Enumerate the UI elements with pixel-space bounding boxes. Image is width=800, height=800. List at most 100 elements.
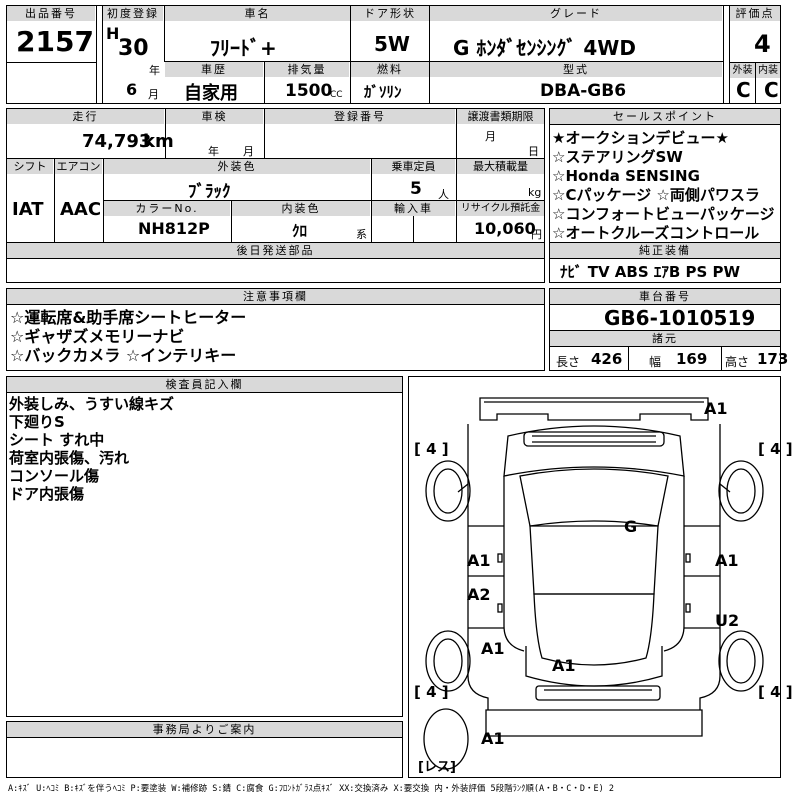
first-reg-year-unit: 年 xyxy=(149,64,160,77)
inspector-item: ドア内張傷 xyxy=(9,485,85,503)
sales-points-list: ★オークションデビュー★ ☆ステアリングSW ☆Honda SENSING ☆C… xyxy=(552,129,780,243)
vehicle-info-section xyxy=(6,108,545,283)
score-label: 評価点 xyxy=(730,6,780,21)
lot-number: 2157 xyxy=(16,25,94,58)
mark-rear-bumper: A1 xyxy=(481,729,505,748)
lot-label: 出品番号 xyxy=(7,6,95,21)
capacity: 5 xyxy=(410,179,422,199)
chassis-label: 車台番号 xyxy=(550,289,780,304)
history-label: 車歴 xyxy=(165,62,263,77)
inspection-label: 車検 xyxy=(166,109,263,124)
grade-label: グレード xyxy=(430,6,722,21)
tire-rear-right: [ 4 ] xyxy=(758,683,793,701)
inspector-item: 下廻りS xyxy=(9,413,65,431)
sales-point-item: ☆Cパッケージ ☆両側パワスラ xyxy=(552,186,760,204)
history: 自家用 xyxy=(184,83,238,104)
first-reg-label: 初度登録 xyxy=(103,6,163,21)
first-reg-month-unit: 月 xyxy=(148,88,159,101)
capacity-unit: 人 xyxy=(438,188,449,201)
note-item: ☆バックカメラ ☆インテリキー xyxy=(10,346,237,365)
interior-color-unit: 系 xyxy=(356,228,367,241)
max-load-unit: kg xyxy=(528,186,542,199)
first-reg-month: 6 xyxy=(126,80,138,99)
transfer-month-unit: 月 xyxy=(485,130,496,143)
transfer-label: 譲渡書類期限 xyxy=(457,109,544,124)
mark-left-front-door: A1 xyxy=(467,551,491,570)
inspector-section xyxy=(6,376,403,717)
length: 426 xyxy=(591,350,623,368)
interior-color-label: 内装色 xyxy=(232,201,370,216)
tire-rear-left: [ 4 ] xyxy=(414,683,449,701)
displacement-label: 排気量 xyxy=(265,62,349,77)
later-parts-label: 後日発送部品 xyxy=(7,243,544,258)
tire-front-left: [ 4 ] xyxy=(414,440,449,458)
chassis-section xyxy=(549,288,781,371)
mark-left-quarter: A1 xyxy=(481,639,505,658)
door-type: 5W xyxy=(374,32,410,56)
car-name-label: 車名 xyxy=(165,6,350,21)
displacement-unit: CC xyxy=(330,90,343,100)
inspection-month-unit: 月 xyxy=(243,145,254,158)
inspector-item: 荷室内張傷、汚れ xyxy=(9,449,130,467)
note-item: ☆ギャザズメモリーナビ xyxy=(10,327,185,346)
mark-right-front-door: A1 xyxy=(715,551,739,570)
car-diagram xyxy=(423,397,764,770)
height: 173 xyxy=(757,350,789,368)
shift: IAT xyxy=(12,199,44,220)
note-item: ☆運転席&助手席シートヒーター xyxy=(10,308,247,327)
exterior-color-label: 外装色 xyxy=(104,159,370,174)
sales-point-item: ☆コンフォートビューパッケージ xyxy=(552,205,775,223)
mileage-unit: km xyxy=(143,131,174,152)
first-reg-year: 30 xyxy=(118,36,149,61)
aircon: AAC xyxy=(60,199,102,220)
width: 169 xyxy=(676,350,708,368)
import-label: 輸入車 xyxy=(372,201,455,216)
color-no: NH812P xyxy=(138,219,210,238)
notes-label: 注意事項欄 xyxy=(7,289,544,304)
office-label: 事務局よりご案内 xyxy=(7,722,402,737)
spare-tire: [レス] xyxy=(418,760,456,775)
capacity-label: 乗車定員 xyxy=(372,159,455,174)
transfer-day-unit: 日 xyxy=(528,145,539,158)
sales-points-label: セールスポイント xyxy=(550,109,780,124)
notes-list: ☆運転席&助手席シートヒーター ☆ギャザズメモリーナビ ☆バックカメラ ☆インテ… xyxy=(10,308,246,365)
shift-label: シフト xyxy=(7,159,53,174)
model: DBA-GB6 xyxy=(540,81,627,101)
inspector-label: 検査員記入欄 xyxy=(7,377,402,392)
recycle: 10,060 xyxy=(474,219,536,238)
sales-point-item: ☆オートクルーズコントロール xyxy=(552,224,760,242)
sales-point-item: ☆Honda SENSING xyxy=(552,167,700,185)
height-label: 高さ xyxy=(725,355,750,369)
inspection-year-unit: 年 xyxy=(208,145,219,158)
recycle-label: リサイクル預託金 xyxy=(457,201,544,216)
width-label: 幅 xyxy=(649,355,662,369)
displacement: 1500 xyxy=(285,81,333,101)
length-label: 長さ xyxy=(556,355,581,369)
fuel: ｶﾞｿﾘﾝ xyxy=(364,83,402,101)
car-name: ﾌﾘｰﾄﾞ+ xyxy=(210,36,277,60)
equipment: ﾅﾋﾞ TV ABS ｴｱB PS PW xyxy=(560,263,741,281)
car-diagram-section xyxy=(408,376,781,778)
office-section xyxy=(6,721,403,778)
legend: A:ｷｽﾞ U:ﾍｺﾐ B:ｷｽﾞを伴うﾍｺﾐ P:要塗装 W:補修跡 S:錆 … xyxy=(8,784,614,794)
int-score-label: 内装 xyxy=(756,63,780,78)
fuel-label: 燃料 xyxy=(351,62,429,77)
mark-left-rear-door: A2 xyxy=(467,585,491,604)
score: 4 xyxy=(754,30,771,58)
aircon-label: エアコン xyxy=(55,159,102,174)
notes-section xyxy=(6,288,545,371)
interior-color: ｸﾛ xyxy=(292,222,308,240)
ext-score-label: 外装 xyxy=(730,63,755,78)
inspector-item: シート すれ中 xyxy=(9,431,105,449)
first-reg-era: H xyxy=(106,24,120,43)
inspector-item: 外装しみ、うすい線キズ xyxy=(9,395,175,413)
tire-front-right: [ 4 ] xyxy=(758,440,793,458)
chassis-number: GB6-1010519 xyxy=(604,306,756,330)
mileage: 74,793 xyxy=(82,131,152,152)
specs-label: 諸元 xyxy=(550,331,780,346)
mark-front-bumper: A1 xyxy=(704,399,728,418)
mileage-label: 走行 xyxy=(7,109,164,124)
door-label: ドア形状 xyxy=(351,6,429,21)
mark-right-rear-door: U2 xyxy=(715,611,740,630)
recycle-unit: 円 xyxy=(531,228,542,241)
